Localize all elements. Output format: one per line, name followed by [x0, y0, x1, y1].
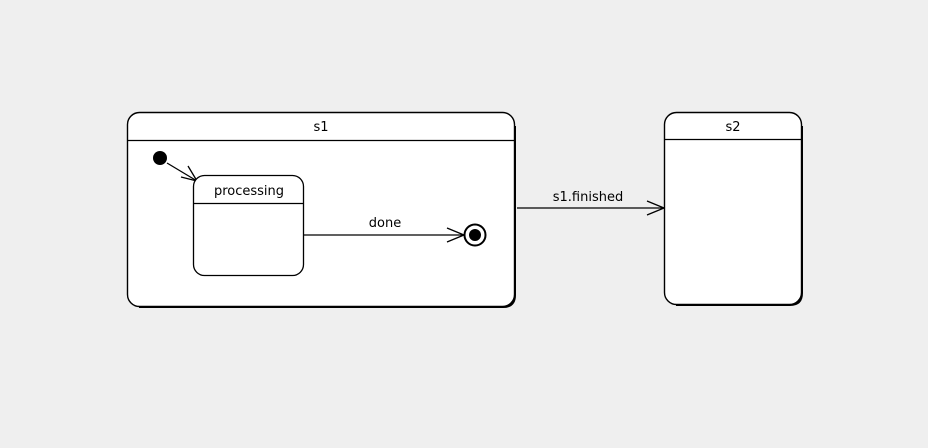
transition-s1-finished[interactable]: s1.finished [517, 190, 665, 216]
state-processing[interactable]: processing [192, 174, 305, 277]
transition-done-label: done [369, 216, 401, 231]
transition-done[interactable]: done [304, 216, 465, 243]
transition-initial-line [166, 162, 198, 182]
final-state-marker[interactable] [463, 223, 487, 247]
state-s2[interactable]: s2 [663, 111, 803, 306]
initial-state-marker[interactable] [153, 151, 167, 165]
state-s2-body [663, 111, 803, 306]
transition-s1-finished-label: s1.finished [553, 190, 623, 205]
final-state-inner-dot [469, 229, 481, 241]
transition-s1-finished-arrowhead [646, 200, 665, 216]
state-s1[interactable]: s1 [126, 111, 516, 308]
state-s1-title: s1 [313, 120, 328, 135]
transition-initial-to-processing[interactable] [166, 162, 198, 182]
state-processing-body [192, 174, 305, 277]
state-s1-body [126, 111, 516, 308]
state-processing-title: processing [214, 184, 284, 199]
transition-initial-arrowhead [180, 165, 198, 182]
transition-done-arrowhead [446, 227, 465, 243]
state-s2-title: s2 [725, 120, 740, 135]
